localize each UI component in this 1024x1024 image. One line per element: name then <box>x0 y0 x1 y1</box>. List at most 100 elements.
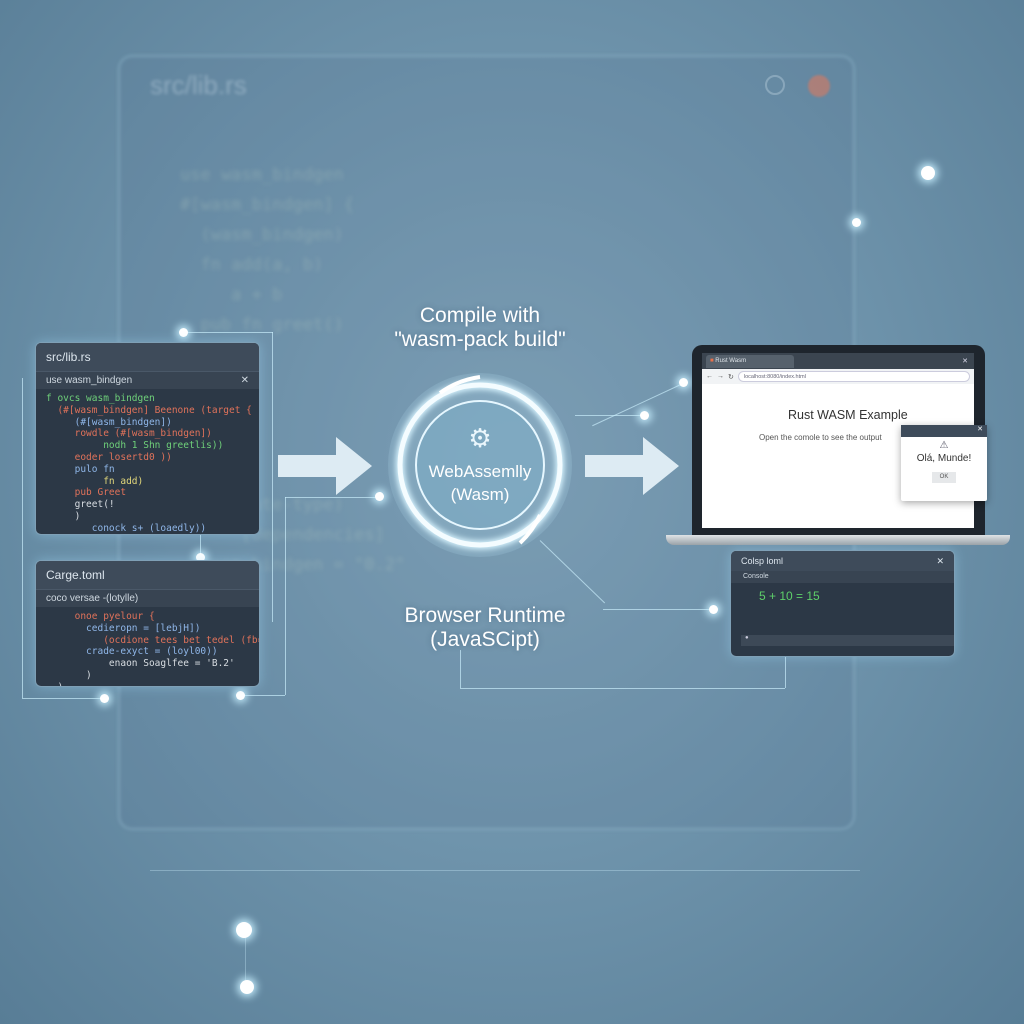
code-line: onoe pyelour { <box>46 611 155 622</box>
code-line: use wasm_bindgen <box>180 165 344 185</box>
code-line: cedieropn = [lebjH]) <box>46 622 201 634</box>
code-line: (ocdione tees bet tedel (fb=odd ) <box>103 634 259 646</box>
runtime-line1: Browser Runtime <box>404 604 566 627</box>
runtime-label: Browser Runtime(JavaSCipt) <box>365 604 605 652</box>
console-tab[interactable]: Console <box>731 571 954 583</box>
code-line: rowdle (#[wasm_bindgen]) <box>46 428 212 440</box>
alert-ok-button[interactable]: OK <box>932 472 956 483</box>
browser-toolbar: ← → ↻ localhost:8080/index.html <box>702 369 974 384</box>
node-dot <box>852 218 861 227</box>
browser-tab[interactable]: ■ Rust Wasm <box>706 354 794 368</box>
code-line: f ovcs wasm_bindgen <box>46 393 155 404</box>
laptop-base <box>666 535 1010 545</box>
wasm-ring <box>388 373 572 557</box>
back-icon[interactable]: ← <box>706 373 713 380</box>
connector <box>183 332 273 333</box>
node-dot <box>100 694 109 703</box>
wasm-line2: (Wasm) <box>450 485 510 504</box>
code-line: conock s+ (loaedly)) <box>46 522 207 534</box>
node-dot <box>179 328 188 337</box>
code-line: (#[wasm_bindgen]) <box>46 416 172 428</box>
node-dot <box>236 922 252 938</box>
window-close-icon[interactable]: ✕ <box>962 358 968 365</box>
code-line: greet(! <box>46 499 115 511</box>
node-dot <box>196 553 205 562</box>
code-line: eoder losertd0 )) <box>46 451 172 463</box>
tab-label: coco versae -(lotylle) <box>46 593 139 604</box>
alert-close-icon[interactable]: ✕ <box>901 425 987 437</box>
editor-tab[interactable]: coco versae -(lotylle) <box>36 589 259 607</box>
rust-source-panel: src/lib.rs use wasm_bindgen ✕ f ovcs wasm… <box>35 342 260 535</box>
alert-icon: ⚠ <box>939 440 949 451</box>
forward-icon[interactable]: → <box>717 373 724 380</box>
page-subtext: Open the comole to see the output <box>759 433 882 442</box>
tab-favicon: ■ <box>710 357 716 364</box>
reload-icon[interactable]: ↻ <box>728 373 734 381</box>
connector <box>272 332 273 622</box>
code-line: ) <box>46 682 249 686</box>
node-dot <box>921 166 935 180</box>
address-bar[interactable]: localhost:8080/index.html <box>737 371 970 382</box>
editor-tab[interactable]: use wasm_bindgen ✕ <box>36 371 259 389</box>
background-window-title: src/lib.rs <box>150 70 247 100</box>
runtime-line2: (JavaSCipt) <box>430 628 540 651</box>
code-line: enaon Soaglfee = 'B.2' <box>46 658 235 670</box>
code-line: fn add(a, b) <box>180 255 324 275</box>
console-input[interactable]: ● <box>741 635 954 646</box>
connector <box>285 497 380 498</box>
code-line: crade-exyct = (loyl00)) <box>46 646 218 658</box>
connector <box>200 535 201 560</box>
code-line: (#[wasm_bindgen] Beenone (target { <box>46 404 252 416</box>
connector <box>22 698 104 699</box>
connector <box>150 870 860 871</box>
connector <box>460 688 785 689</box>
node-dot <box>375 492 384 501</box>
connector <box>240 695 285 696</box>
alert-message: Olá, Munde! <box>916 453 972 464</box>
connector <box>785 657 786 688</box>
code-line: ) <box>46 510 81 522</box>
console-titlebar: Colsp loml ✕ <box>731 551 954 571</box>
node-dot <box>640 411 649 420</box>
alert-dialog: ✕ ⚠ Olá, Munde! OK <box>901 425 987 501</box>
connector <box>245 930 246 990</box>
console-title: Colsp loml <box>741 556 784 566</box>
tab-label: use wasm_bindgen <box>46 375 133 386</box>
arrow-right-icon <box>278 437 372 495</box>
compile-line2: "wasm-pack build" <box>394 328 566 351</box>
code-line: nodh 1 Shn greetlis)) <box>46 440 224 452</box>
node-dot <box>240 980 254 994</box>
code-line: [dependencies] <box>180 525 385 545</box>
console-panel: Colsp loml ✕ Console 5 + 10 = 15 ● <box>730 550 955 657</box>
code-line: pulo fn <box>46 463 115 475</box>
connector <box>575 415 645 416</box>
code-line: (wasm_bindgen) <box>180 225 344 245</box>
browser-tabbar: ■ Rust Wasm ✕ <box>702 353 974 369</box>
panel-title: Carge.toml <box>36 561 259 589</box>
close-icon[interactable]: ✕ <box>936 556 944 566</box>
node-dot <box>679 378 688 387</box>
connector <box>285 497 286 695</box>
arrow-right-icon <box>585 437 679 495</box>
wasm-line1: WebAssemlly <box>428 462 532 481</box>
rust-code: f ovcs wasm_bindgen (#[wasm_bindgen] Bee… <box>36 389 259 534</box>
connector <box>460 650 461 688</box>
console-output: 5 + 10 = 15 <box>759 589 820 603</box>
compile-label: Compile with"wasm-pack build" <box>360 304 600 352</box>
background-settings-icon <box>765 75 785 95</box>
page-heading: Rust WASM Example <box>788 408 908 422</box>
cargo-code: onoe pyelour { cedieropn = [lebjH]) (ocd… <box>36 607 259 686</box>
compile-line1: Compile with <box>419 304 541 327</box>
node-dot <box>236 691 245 700</box>
node-dot <box>709 605 718 614</box>
wasm-label: WebAssemlly (Wasm) <box>405 460 555 506</box>
code-line: fn add) <box>46 475 144 487</box>
close-icon[interactable]: ✕ <box>240 375 249 386</box>
panel-title: src/lib.rs <box>36 343 259 371</box>
cargo-toml-panel: Carge.toml coco versae -(lotylle) onoe p… <box>35 560 260 687</box>
code-line: pub Greet <box>46 487 127 499</box>
background-close-icon <box>808 75 830 97</box>
code-line: ) <box>46 669 92 681</box>
code-line: pub fn greet() <box>180 315 344 335</box>
connector <box>603 609 713 610</box>
